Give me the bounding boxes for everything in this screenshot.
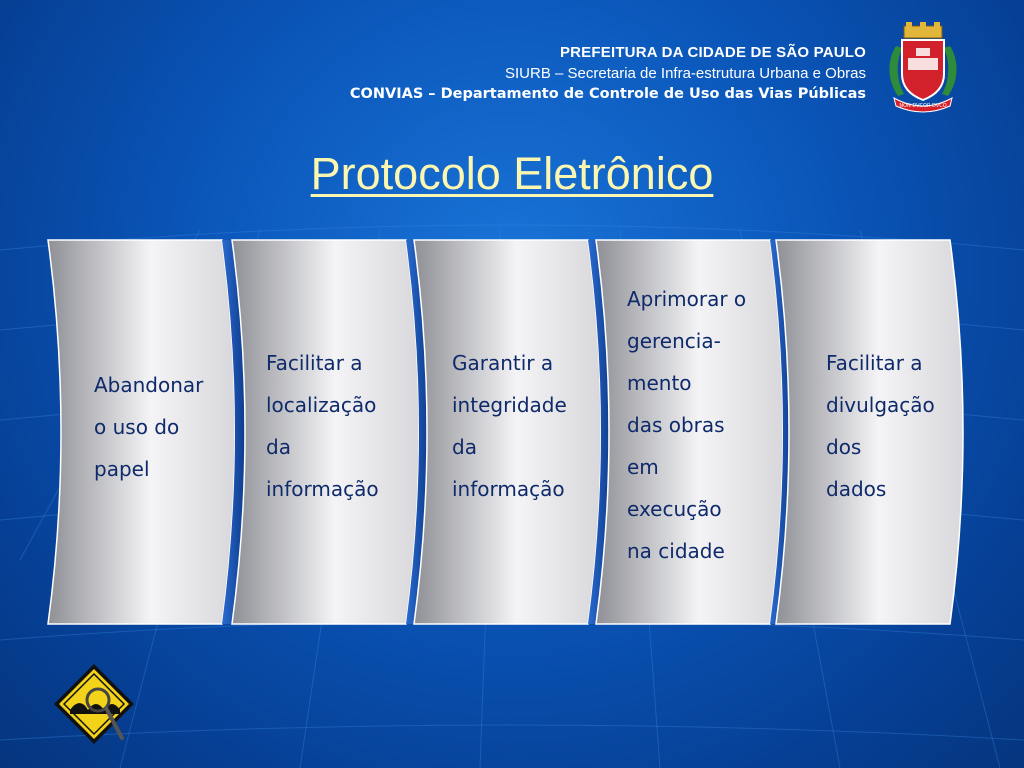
page-title: Protocolo Eletrônico xyxy=(0,148,1024,200)
card-1-line-1: Abandonar xyxy=(94,373,204,397)
card-5-text: Facilitar a divulgação dos dados xyxy=(826,342,935,510)
page-title-text: Protocolo Eletrônico xyxy=(310,148,714,199)
header-line-2: SIURB – Secretaria de Infra-estrutura Ur… xyxy=(505,65,866,82)
road-sign-magnifier-icon xyxy=(54,664,134,744)
card-4-line-3: mento xyxy=(627,371,692,395)
card-4-line-2: gerencia- xyxy=(627,329,721,353)
card-3-line-2: integridade xyxy=(452,393,567,417)
card-2-text: Facilitar a localização da informação xyxy=(266,342,379,510)
card-1-text: Abandonar o uso do papel xyxy=(94,364,203,490)
card-5-line-4: dados xyxy=(826,477,887,501)
header-line-3: CONVIAS – Departamento de Controle de Us… xyxy=(349,86,866,102)
card-2-line-2: localização xyxy=(266,393,377,417)
card-5-line-1: Facilitar a xyxy=(826,351,923,375)
header-line-1: PREFEITURA DA CIDADE DE SÃO PAULO xyxy=(559,44,866,61)
card-1-line-2: o uso do xyxy=(94,415,180,439)
card-1-line-3: papel xyxy=(94,457,150,481)
card-3-line-4: informação xyxy=(452,477,565,501)
card-4-line-6: execução xyxy=(627,497,722,521)
card-2-line-4: informação xyxy=(266,477,379,501)
card-3-line-1: Garantir a xyxy=(452,351,554,375)
card-4 xyxy=(588,239,784,625)
card-4-line-5: em xyxy=(627,455,659,479)
card-3-text: Garantir a integridade da informação xyxy=(452,342,567,510)
card-4-line-7: na cidade xyxy=(627,539,725,563)
card-5-line-2: divulgação xyxy=(826,393,935,417)
card-2-line-1: Facilitar a xyxy=(266,351,363,375)
header: PREFEITURA DA CIDADE DE SÃO PAULO SIURB … xyxy=(350,42,866,105)
city-crest-icon: NON DVCOR DVCO xyxy=(889,22,957,113)
card-5 xyxy=(770,239,964,625)
card-3-line-3: da xyxy=(452,435,477,459)
card-4-line-1: Aprimorar o xyxy=(627,287,747,311)
crest-motto: NON DVCOR DVCO xyxy=(899,103,946,109)
card-4-line-4: das obras xyxy=(627,413,725,437)
card-4-text: Aprimorar o gerencia- mento das obras em… xyxy=(627,278,746,572)
card-5-line-3: dos xyxy=(826,435,862,459)
card-2-line-3: da xyxy=(266,435,291,459)
